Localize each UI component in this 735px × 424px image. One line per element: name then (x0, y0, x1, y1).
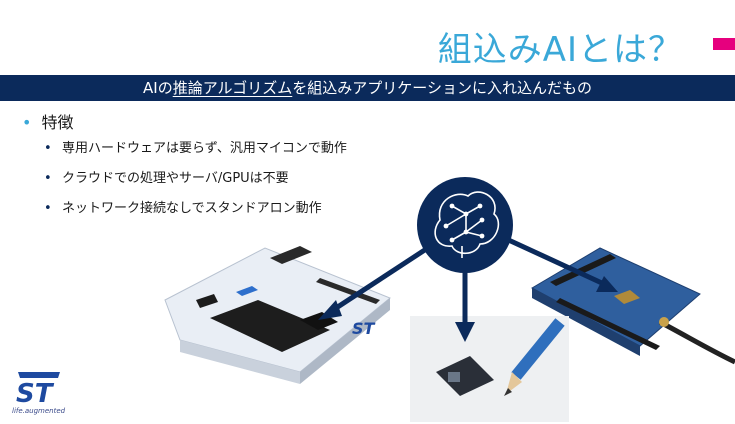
arrows (318, 233, 618, 342)
banner-pre: AIの (143, 79, 173, 97)
dev-board-left-image: ST (164, 246, 391, 384)
bullet-icon: • (44, 141, 52, 156)
feature-heading-row: • 特徴 (22, 109, 73, 133)
svg-text:ST: ST (352, 319, 376, 338)
list-item: • クラウドでの処理やサーバ/GPUは不要 (44, 171, 347, 201)
brain-network-icon (417, 177, 513, 273)
bullet-icon: • (44, 201, 52, 216)
feature-bullet-icon: • (22, 113, 32, 132)
bullet-text: 専用ハードウェアは要らず、汎用マイコンで動作 (62, 141, 347, 156)
banner-post: を組込みアプリケーションに入れ込んだもの (292, 79, 592, 97)
bullet-icon: • (44, 171, 52, 186)
banner-underlined: 推論アルゴリズム (172, 79, 293, 97)
bullet-text: ネットワーク接続なしでスタンドアロン動作 (62, 201, 322, 216)
svg-text:ST: ST (16, 379, 55, 406)
bullet-text: クラウドでの処理やサーバ/GPUは不要 (62, 171, 289, 186)
st-logo: ST (16, 372, 60, 406)
feature-heading: 特徴 (41, 113, 74, 132)
banner: AIの推論アルゴリズムを組込みアプリケーションに入れ込んだもの (0, 75, 735, 101)
slide-title: 組込みAIとは？ (437, 30, 683, 70)
list-item: • 専用ハードウェアは要らず、汎用マイコンで動作 (44, 141, 347, 171)
title-accent-bar (713, 38, 735, 50)
logo-tagline: life.augmented (12, 407, 66, 415)
feature-list: • 専用ハードウェアは要らず、汎用マイコンで動作 • クラウドでの処理やサーバ/GP… (44, 141, 347, 231)
sensor-photo-image (410, 316, 569, 422)
list-item: • ネットワーク接続なしでスタンドアロン動作 (44, 201, 347, 231)
